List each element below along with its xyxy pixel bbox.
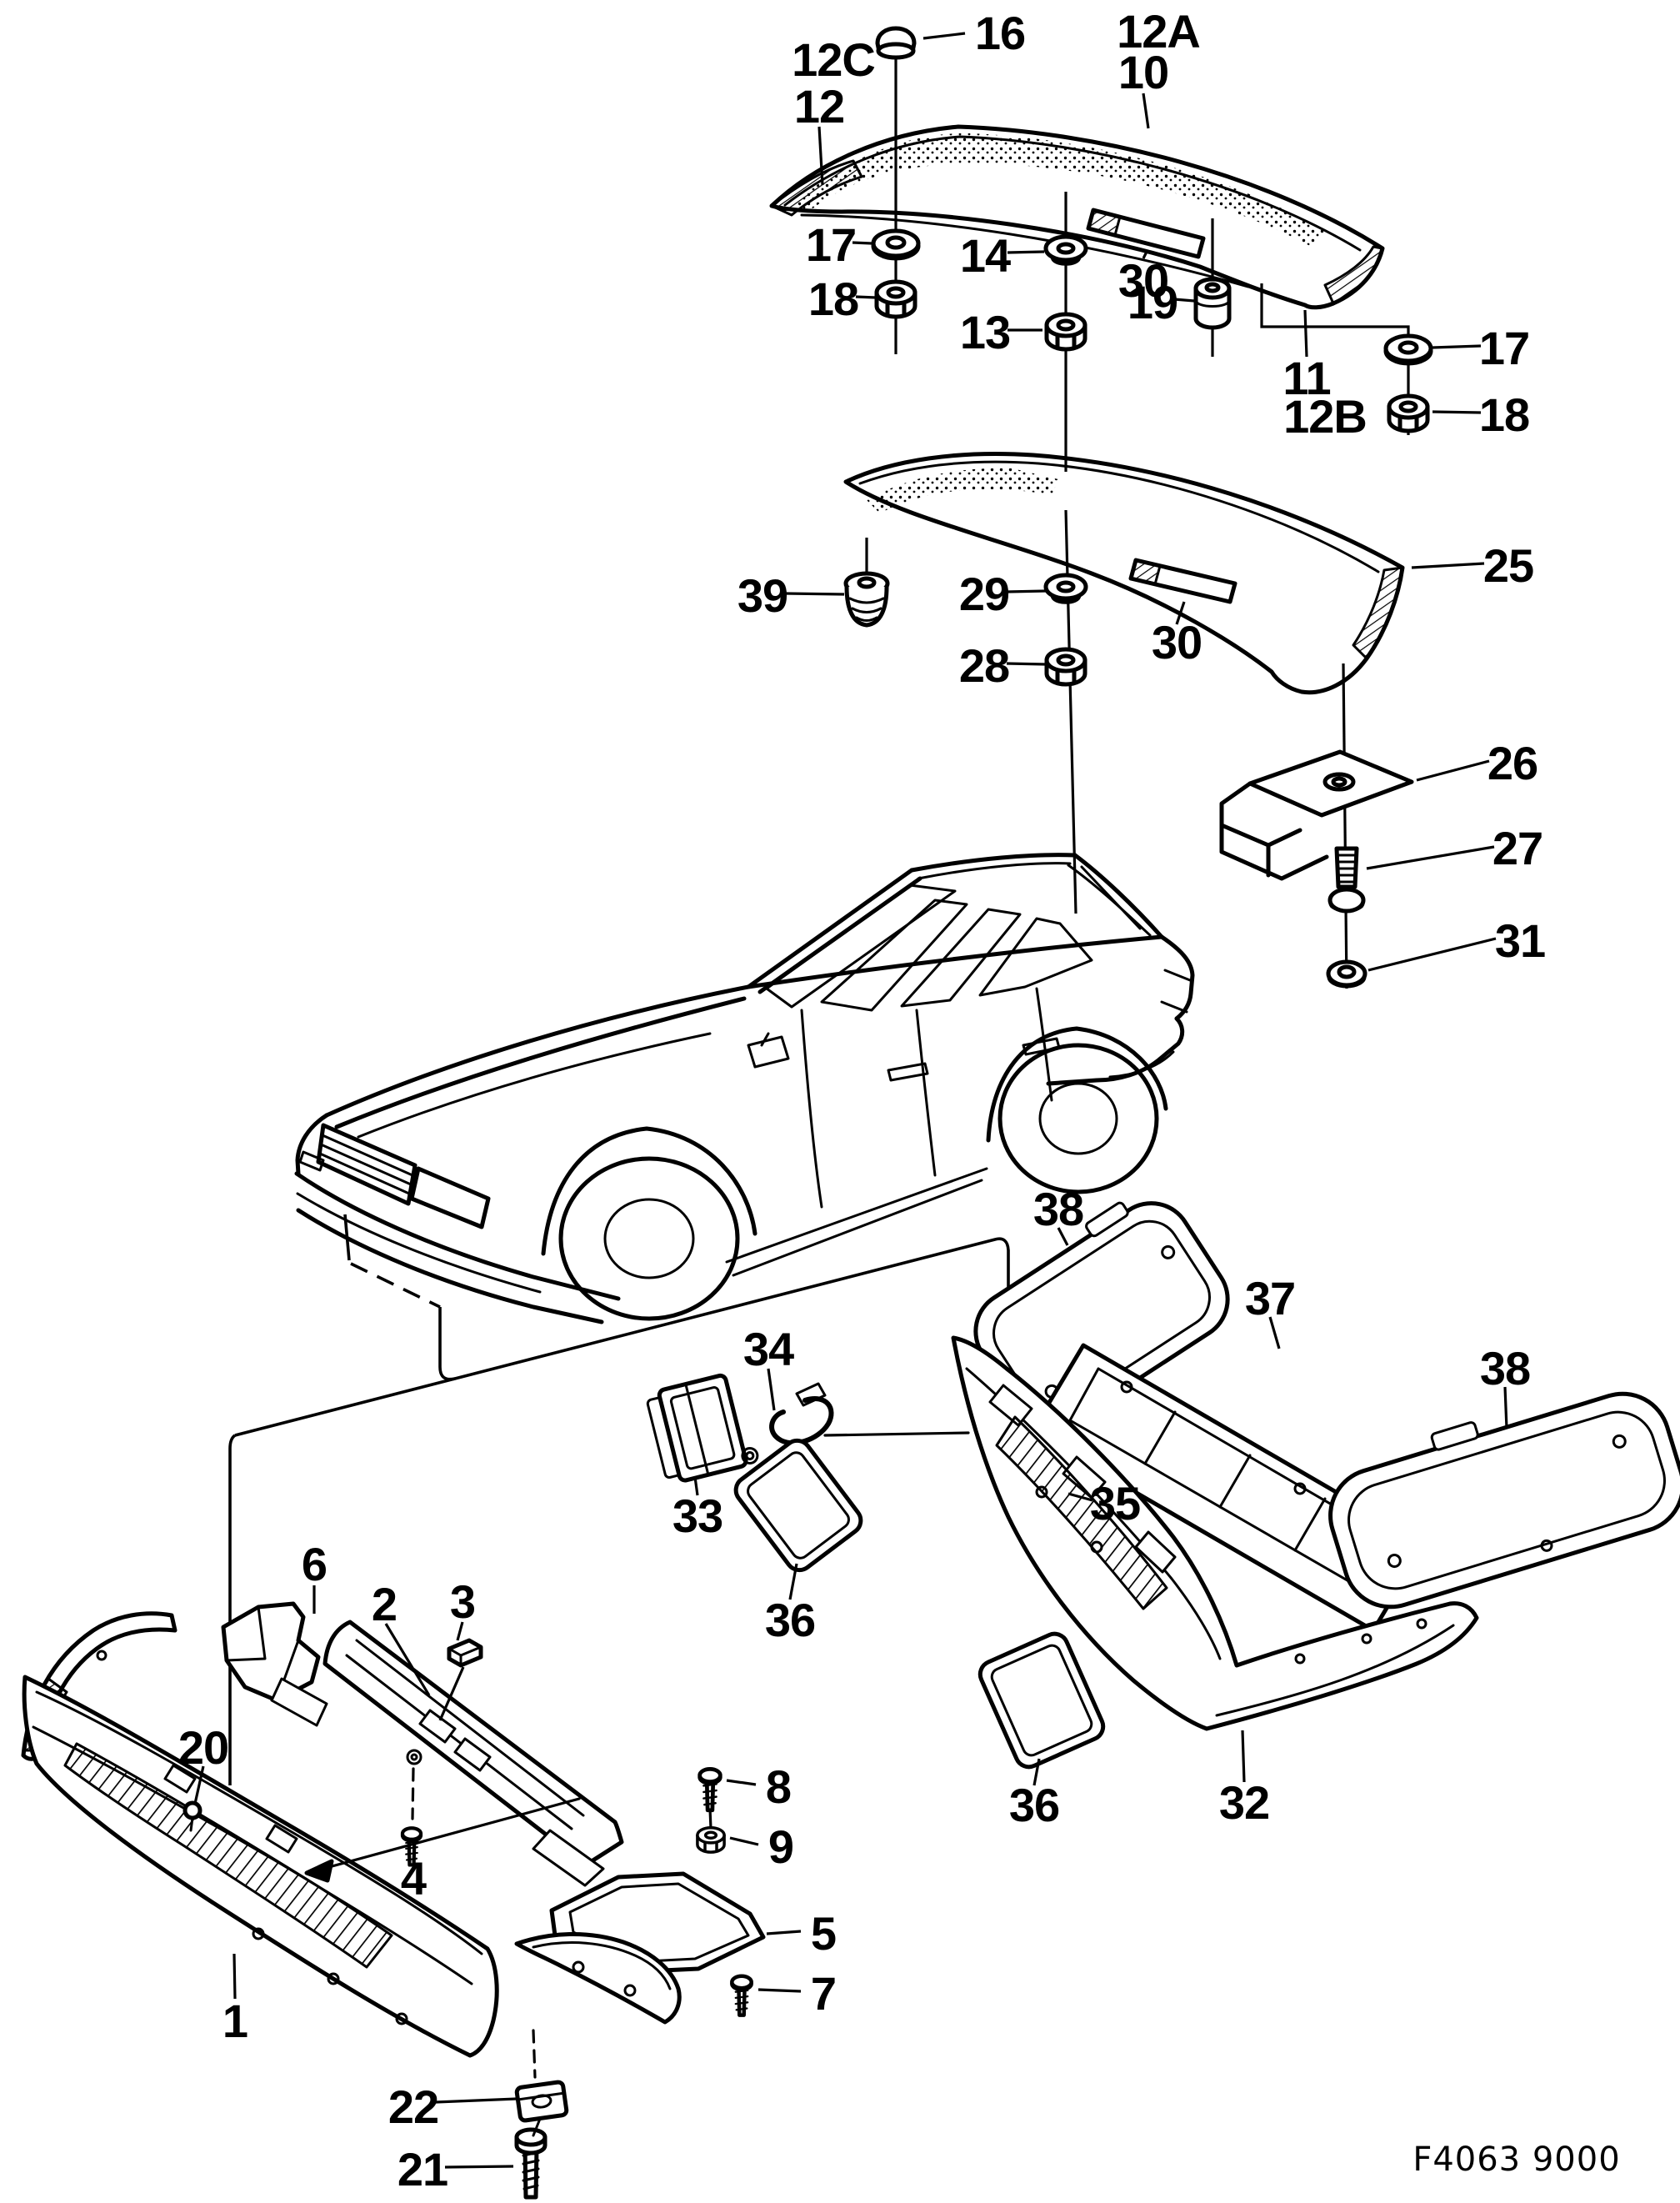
- callout-22: 22: [388, 2080, 438, 2133]
- callout-1: 1: [222, 1995, 248, 2047]
- assembly-arrow: [304, 1797, 581, 1883]
- callout-25: 25: [1483, 539, 1533, 592]
- callout-18-left: 18: [808, 273, 858, 325]
- rear-bumper-group: [646, 1201, 1680, 1770]
- trunk-spoiler-upper: [769, 124, 1385, 310]
- callout-30-lower: 30: [1152, 616, 1202, 668]
- clip-3: [447, 1638, 483, 1668]
- clip-22: [514, 2080, 569, 2123]
- bushing-19: [1193, 277, 1232, 330]
- cap-16: [875, 26, 917, 60]
- underpanel-38-right: [1328, 1391, 1680, 1610]
- screw-4-dashed-line: [411, 1767, 415, 1820]
- pad-36-upper: [733, 1438, 863, 1573]
- screw-8: [700, 1769, 721, 1810]
- callout-38-left: 38: [1033, 1183, 1083, 1235]
- pin-20: [182, 1800, 202, 1832]
- callout-labels: 16 12C 12 12A 10 17 18 14 13 30 19 11 12…: [178, 5, 1546, 2195]
- bracket-33: [646, 1373, 759, 1483]
- callout-39: 39: [738, 569, 788, 622]
- screw-21: [514, 2117, 548, 2200]
- callout-28: 28: [959, 639, 1009, 692]
- callout-13: 13: [960, 306, 1010, 358]
- front-spoiler-1: [22, 1675, 499, 2058]
- support-rail-2: [322, 1620, 624, 1887]
- callout-19: 19: [1128, 276, 1178, 328]
- callout-36-lower: 36: [1009, 1779, 1059, 1831]
- callout-34: 34: [743, 1323, 794, 1375]
- callout-5: 5: [811, 1907, 836, 1960]
- nut-9: [696, 1825, 726, 1854]
- bracket-26: [1219, 749, 1414, 881]
- callout-12a: 12A: [1117, 5, 1200, 58]
- callout-2: 2: [372, 1578, 397, 1630]
- callout-14: 14: [960, 229, 1011, 282]
- callout-12c: 12C: [792, 33, 875, 86]
- callout-6: 6: [302, 1538, 327, 1590]
- clip-22-dashed-line: [532, 2029, 537, 2079]
- callout-4: 4: [401, 1852, 427, 1905]
- adhesive-strip-upper: [1086, 208, 1206, 259]
- callout-35: 35: [1090, 1477, 1140, 1530]
- callout-33: 33: [672, 1490, 722, 1542]
- fastener-set: [843, 26, 1431, 989]
- callout-11: 11: [1282, 352, 1330, 404]
- pad-36-lower: [978, 1631, 1106, 1770]
- capnut-31: [1326, 959, 1368, 989]
- callout-12: 12: [794, 80, 844, 133]
- callout-38-right: 38: [1480, 1342, 1530, 1394]
- front-spoiler-group: [21, 1601, 766, 2200]
- callout-7: 7: [811, 1967, 836, 2020]
- callout-30-upper: 30: [1118, 254, 1168, 307]
- callout-36-upper: 36: [765, 1594, 815, 1646]
- callout-12b: 12B: [1283, 390, 1367, 443]
- car-illustration: [294, 853, 1195, 1324]
- callout-20: 20: [178, 1721, 228, 1774]
- trunk-spoiler-lower: [843, 451, 1405, 695]
- callout-17-right: 17: [1479, 322, 1529, 374]
- hook-34: [769, 1382, 970, 1446]
- callout-8: 8: [766, 1760, 791, 1813]
- callout-27: 27: [1492, 822, 1542, 874]
- bracket-6: [221, 1601, 328, 1727]
- callout-29: 29: [959, 568, 1009, 620]
- rear-bumper-spoiler-32: [951, 1335, 1479, 1731]
- callout-37: 37: [1245, 1272, 1295, 1324]
- callout-3: 3: [450, 1575, 475, 1628]
- callout-31: 31: [1495, 914, 1545, 967]
- adhesive-strip-lower: [1128, 558, 1238, 604]
- figure-code: F4063 9000: [1412, 2140, 1620, 2179]
- callout-16: 16: [975, 7, 1025, 59]
- callout-18-right: 18: [1479, 388, 1529, 441]
- callout-21: 21: [398, 2143, 448, 2195]
- screw-7: [732, 1976, 751, 2015]
- callout-10: 10: [1118, 46, 1168, 98]
- callout-17-left: 17: [806, 218, 856, 271]
- callout-leader-lines: [193, 32, 1508, 2169]
- grommet-39: [843, 571, 890, 628]
- callout-26: 26: [1488, 737, 1538, 789]
- callout-9: 9: [768, 1820, 793, 1873]
- callout-32: 32: [1219, 1776, 1269, 1829]
- end-cap-right: [514, 1932, 682, 2025]
- zone-link-lines: [228, 1214, 1010, 1785]
- screw-27: [1328, 846, 1366, 914]
